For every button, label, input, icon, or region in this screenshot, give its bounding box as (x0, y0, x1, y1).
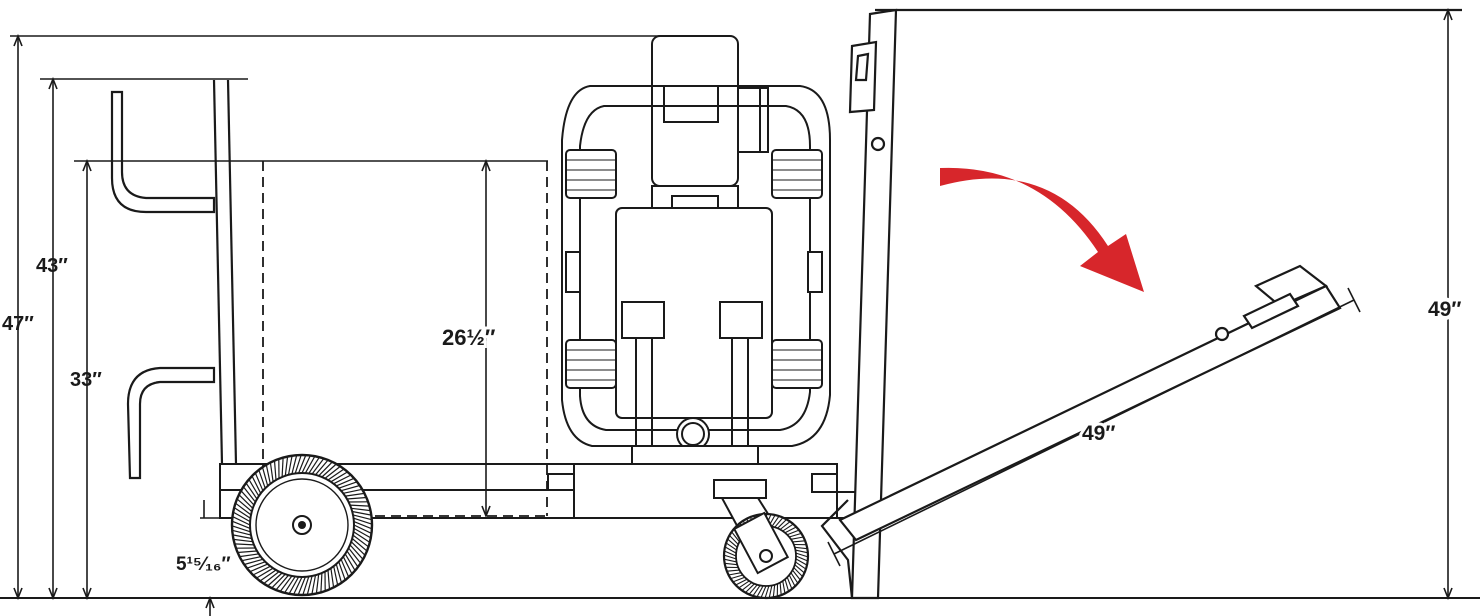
dimension-43-in (40, 76, 248, 601)
label-47-in: 47″ (2, 313, 34, 335)
front-caster (713, 479, 810, 600)
label-49-in-vertical: 49″ (1428, 298, 1461, 321)
label-clearance: 5¹⁵⁄₁₆″ (176, 554, 231, 575)
cart-push-handle (110, 90, 216, 214)
dimension-49-in-diagonal (827, 287, 1361, 567)
label-49-in-diagonal: 49″ (1082, 422, 1115, 445)
label-26-half-in: 26½″ (442, 325, 496, 350)
label-33-in: 33″ (70, 369, 102, 391)
curved-arrow-icon (940, 167, 1144, 292)
rear-wheel (230, 453, 374, 597)
dimension-47-in (10, 33, 690, 601)
tank-outline (262, 161, 548, 517)
pump-assembly (561, 35, 831, 465)
dimension-26-half-in (481, 158, 491, 519)
label-43-in: 43″ (36, 255, 68, 277)
tow-handle-raised (820, 8, 1462, 600)
dimension-49-in-vertical (1443, 7, 1453, 601)
tow-handle-lowered (838, 264, 1342, 542)
dimension-33-in (74, 158, 548, 601)
